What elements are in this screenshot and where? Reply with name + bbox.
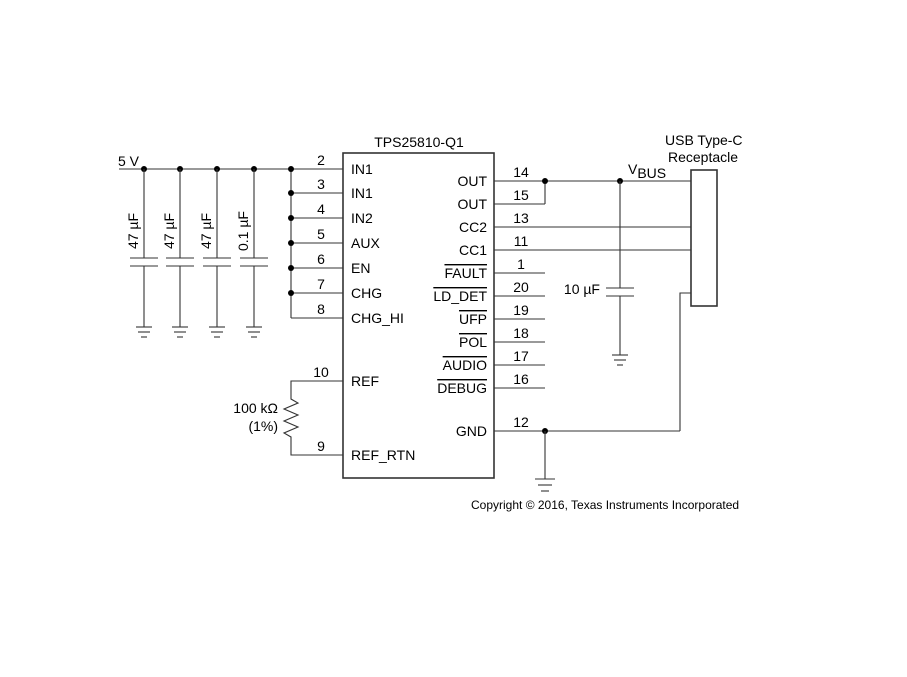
connector-label-line2: Receptacle [668, 149, 738, 165]
pin-number: 13 [513, 210, 529, 226]
pin-name: UFP [459, 311, 487, 327]
pin-number: 3 [317, 176, 325, 192]
pin-number: 19 [513, 302, 529, 318]
pin-number: 5 [317, 226, 325, 242]
pin-number: 16 [513, 371, 529, 387]
pin-name: CC2 [459, 219, 487, 235]
input-cap-label: 0.1 µF [235, 211, 251, 251]
pin-name: OUT [457, 196, 487, 212]
pin-number: 10 [313, 364, 329, 380]
pin-number: 9 [317, 438, 325, 454]
pin-number: 20 [513, 279, 529, 295]
pin-name: FAULT [444, 265, 487, 281]
pin-name: IN2 [351, 210, 373, 226]
pin-number: 1 [517, 256, 525, 272]
pin-name: CHG [351, 285, 382, 301]
pin-name: EN [351, 260, 370, 276]
pin-number: 11 [514, 233, 529, 249]
input-cap-label: 47 µF [198, 213, 214, 249]
ic-title: TPS25810-Q1 [374, 134, 464, 150]
pin-name: DEBUG [437, 380, 487, 396]
pin-number: 8 [317, 301, 325, 317]
connector-label-line1: USB Type-C [665, 132, 743, 148]
input-capacitor: 47 µF [161, 166, 194, 338]
left-pin: 6EN [288, 251, 370, 276]
junction-dot [288, 166, 294, 172]
junction-dot [288, 290, 294, 296]
pin-number: 4 [317, 201, 325, 217]
pin-name: REF_RTN [351, 447, 415, 463]
input-capacitor: 47 µF [125, 166, 158, 338]
junction-dot [288, 265, 294, 271]
ic-body [342, 152, 495, 479]
gnd-to-connector [679, 292, 691, 431]
vbus-label: VBUS [628, 161, 666, 181]
pin-name: REF [351, 373, 379, 389]
pin-name: POL [459, 334, 487, 350]
supply-label: 5 V [118, 153, 140, 169]
pin-number: 17 [513, 348, 529, 364]
output-cap-label: 10 µF [564, 281, 600, 297]
pin-name: GND [456, 423, 487, 439]
output-capacitor [606, 181, 634, 366]
left-pins: 2IN13IN14IN25AUX6EN7CHG8CHG_HI10REF9REF_… [288, 152, 415, 463]
pin-name: AUX [351, 235, 380, 251]
pin-number: 12 [513, 414, 529, 430]
pin-number: 6 [317, 251, 325, 267]
pin-number: 7 [317, 276, 325, 292]
input-capacitor-group: 47 µF 47 µF 47 µF 0.1 µF [125, 166, 268, 338]
usb-connector [690, 169, 718, 307]
input-capacitor: 0.1 µF [235, 166, 268, 338]
junction-dot [288, 190, 294, 196]
pin-name: IN1 [351, 185, 373, 201]
right-pins: 14OUT15OUT13CC211CC11FAULT20LD_DET19UFP1… [433, 164, 545, 439]
ref-resistor-tolerance: (1%) [248, 418, 278, 434]
pin-name: CC1 [459, 242, 487, 258]
pin-number: 15 [513, 187, 529, 203]
junction-dot [542, 178, 548, 184]
pin-name: CHG_HI [351, 310, 404, 326]
pin-number: 18 [513, 325, 529, 341]
pin-number: 14 [513, 164, 529, 180]
pin-name: AUDIO [443, 357, 487, 373]
pin-name: IN1 [351, 161, 373, 177]
ref-resistor-value: 100 kΩ [233, 400, 278, 416]
input-capacitor: 47 µF [198, 166, 231, 338]
input-cap-label: 47 µF [125, 213, 141, 249]
input-cap-label: 47 µF [161, 213, 177, 249]
pin-name: LD_DET [433, 288, 487, 304]
pin-number: 2 [317, 152, 325, 168]
junction-dot [288, 215, 294, 221]
ref-resistor [282, 380, 343, 456]
copyright-text: Copyright © 2016, Texas Instruments Inco… [471, 498, 739, 512]
ground-symbol [535, 431, 555, 492]
junction-dot [288, 240, 294, 246]
pin-name: OUT [457, 173, 487, 189]
